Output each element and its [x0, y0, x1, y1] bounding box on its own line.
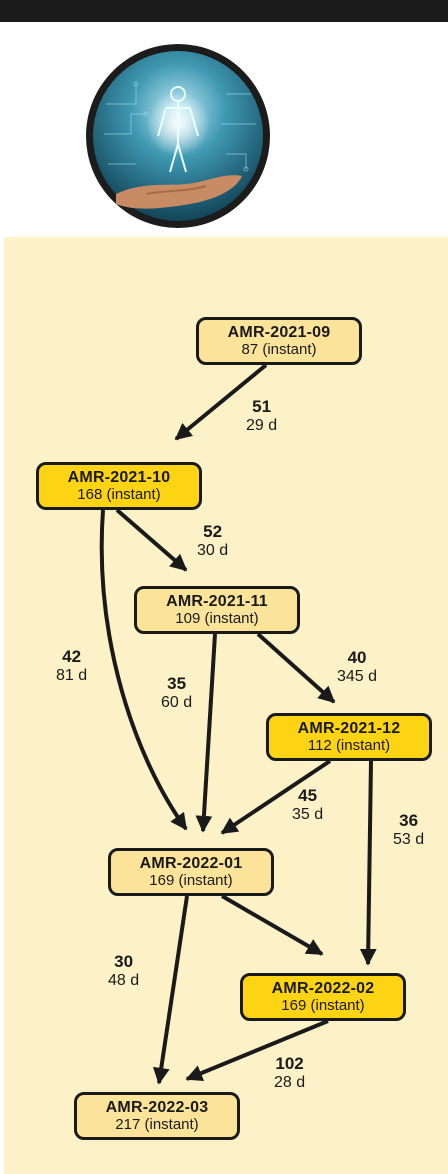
edge-2022-01-to-2022-02 — [220, 894, 324, 956]
edge-label-2022-02-to-2022-03: 102 28 d — [274, 1054, 305, 1092]
node-title: AMR-2021-10 — [67, 469, 171, 486]
edge-duration: 53 d — [393, 830, 425, 848]
node-amr-2021-11: AMR-2021-11 109 (instant) — [134, 586, 300, 634]
edge-count: 40 — [347, 648, 367, 667]
node-count: 87 (instant) — [241, 341, 317, 358]
edge-count: 51 — [252, 397, 272, 416]
edge-2021-10-to-2021-11 — [115, 508, 188, 572]
node-title: AMR-2022-03 — [105, 1099, 209, 1116]
edge-duration: 81 d — [56, 666, 88, 684]
edge-2021-12-to-2022-02 — [359, 760, 377, 966]
edge-duration: 35 d — [292, 805, 324, 823]
edge-count: 30 — [114, 952, 134, 971]
edge-label-2021-11-to-2021-12: 40 345 d — [337, 648, 377, 686]
node-amr-2022-03: AMR-2022-03 217 (instant) — [74, 1092, 240, 1140]
edge-duration: 30 d — [197, 541, 229, 559]
edge-duration: 48 d — [108, 971, 140, 989]
node-title: AMR-2022-01 — [139, 855, 243, 872]
edge-count: 42 — [62, 647, 82, 666]
node-amr-2021-12: AMR-2021-12 112 (instant) — [266, 713, 432, 761]
node-title: AMR-2022-02 — [271, 980, 375, 997]
node-title: AMR-2021-12 — [297, 720, 401, 737]
edge-2021-10-to-2022-01 — [99, 509, 188, 831]
edge-label-2021-12-to-2022-01: 45 35 d — [292, 786, 323, 824]
edge-2021-09-to-2021-10 — [174, 363, 268, 441]
node-count: 169 (instant) — [281, 997, 365, 1014]
node-amr-2021-10: AMR-2021-10 168 (instant) — [36, 462, 202, 510]
edge-2021-12-to-2022-01 — [220, 759, 332, 835]
node-amr-2022-02: AMR-2022-02 169 (instant) — [240, 973, 406, 1021]
flow-edges — [99, 363, 377, 1085]
node-count: 112 (instant) — [307, 737, 391, 754]
edge-label-2021-11-to-2022-01: 35 60 d — [161, 674, 192, 712]
node-title: AMR-2021-09 — [227, 324, 331, 341]
edge-count: 36 — [399, 811, 419, 830]
edge-label-2021-12-to-2022-02: 36 53 d — [393, 811, 424, 849]
edge-duration: 60 d — [161, 693, 193, 711]
node-amr-2021-09: AMR-2021-09 87 (instant) — [196, 317, 362, 365]
edge-duration: 345 d — [337, 667, 378, 685]
edge-label-2021-10-to-2021-11: 52 30 d — [197, 522, 228, 560]
digital-human-hologram-on-hand-icon — [93, 51, 263, 221]
edge-count: 45 — [298, 786, 318, 805]
hero-image — [86, 44, 270, 228]
edge-label-2021-10-to-2022-01: 42 81 d — [56, 647, 87, 685]
edge-label-2022-01-to-2022-03: 30 48 d — [108, 952, 139, 990]
flow-diagram-panel: AMR-2021-09 87 (instant) AMR-2021-10 168… — [4, 237, 448, 1174]
edge-2022-02-to-2022-03 — [185, 1019, 329, 1082]
node-amr-2022-01: AMR-2022-01 169 (instant) — [108, 848, 274, 896]
node-count: 109 (instant) — [175, 610, 259, 627]
edge-count: 102 — [275, 1054, 304, 1073]
node-count: 169 (instant) — [149, 872, 233, 889]
edge-label-2021-09-to-2021-10: 51 29 d — [246, 397, 277, 435]
edge-2021-11-to-2022-01 — [195, 633, 217, 833]
edge-duration: 28 d — [274, 1073, 306, 1091]
node-count: 217 (instant) — [115, 1116, 199, 1133]
edge-duration: 29 d — [246, 416, 278, 434]
edge-2021-11-to-2021-12 — [256, 632, 336, 704]
edge-2022-01-to-2022-03 — [152, 895, 189, 1085]
edge-count: 35 — [167, 674, 187, 693]
node-count: 168 (instant) — [77, 486, 161, 503]
edge-count: 52 — [203, 522, 223, 541]
node-title: AMR-2021-11 — [166, 593, 268, 610]
top-bar — [0, 0, 448, 22]
